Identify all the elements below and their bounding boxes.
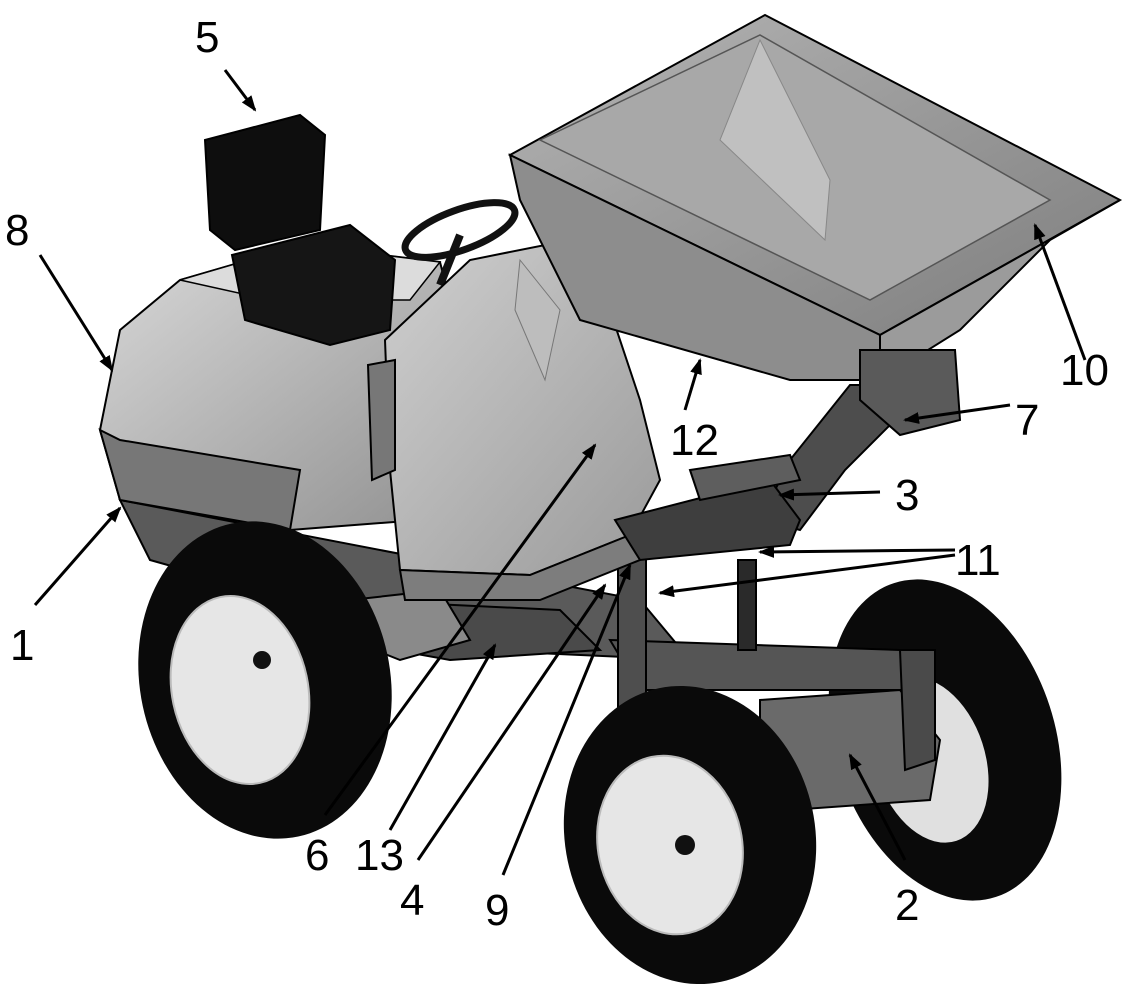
hopper — [507, 13, 1123, 382]
leader-line-10 — [1033, 223, 1087, 361]
leader-line-11a — [758, 545, 956, 558]
callout-4: 4 — [400, 876, 424, 925]
callout-11: 11 — [955, 536, 1001, 585]
leader-line-9 — [501, 563, 632, 876]
leader-line-13 — [388, 643, 497, 831]
leader-line-11b — [658, 553, 956, 598]
callout-2: 2 — [895, 881, 919, 930]
callout-leader-lines — [33, 69, 1087, 876]
callout-1: 1 — [10, 621, 34, 670]
callout-5: 5 — [195, 13, 219, 62]
callout-10: 10 — [1060, 346, 1109, 395]
operator-seat — [203, 113, 397, 347]
rear-left-wheel — [138, 521, 392, 839]
callout-9: 9 — [485, 886, 509, 935]
leader-line-3 — [778, 488, 881, 501]
callout-6: 6 — [305, 831, 329, 880]
front-left-wheel — [563, 685, 817, 985]
leader-line-1 — [33, 506, 122, 606]
callout-7: 7 — [1015, 396, 1039, 445]
callout-labels: 1 2 3 4 5 6 7 8 9 10 11 12 13 — [5, 13, 1109, 935]
callout-12: 12 — [670, 416, 719, 465]
leader-line-6 — [323, 443, 597, 816]
steering-wheel — [401, 199, 519, 287]
leader-line-5 — [223, 69, 257, 112]
leader-line-8 — [38, 254, 114, 372]
leader-line-2 — [848, 753, 907, 861]
leader-line-12 — [683, 358, 702, 411]
callout-8: 8 — [5, 206, 29, 255]
callout-13: 13 — [355, 831, 404, 880]
hopper-lift-arm — [613, 349, 962, 562]
leader-line-7 — [903, 403, 1011, 424]
leader-line-4 — [416, 583, 607, 861]
callout-3: 3 — [895, 471, 919, 520]
